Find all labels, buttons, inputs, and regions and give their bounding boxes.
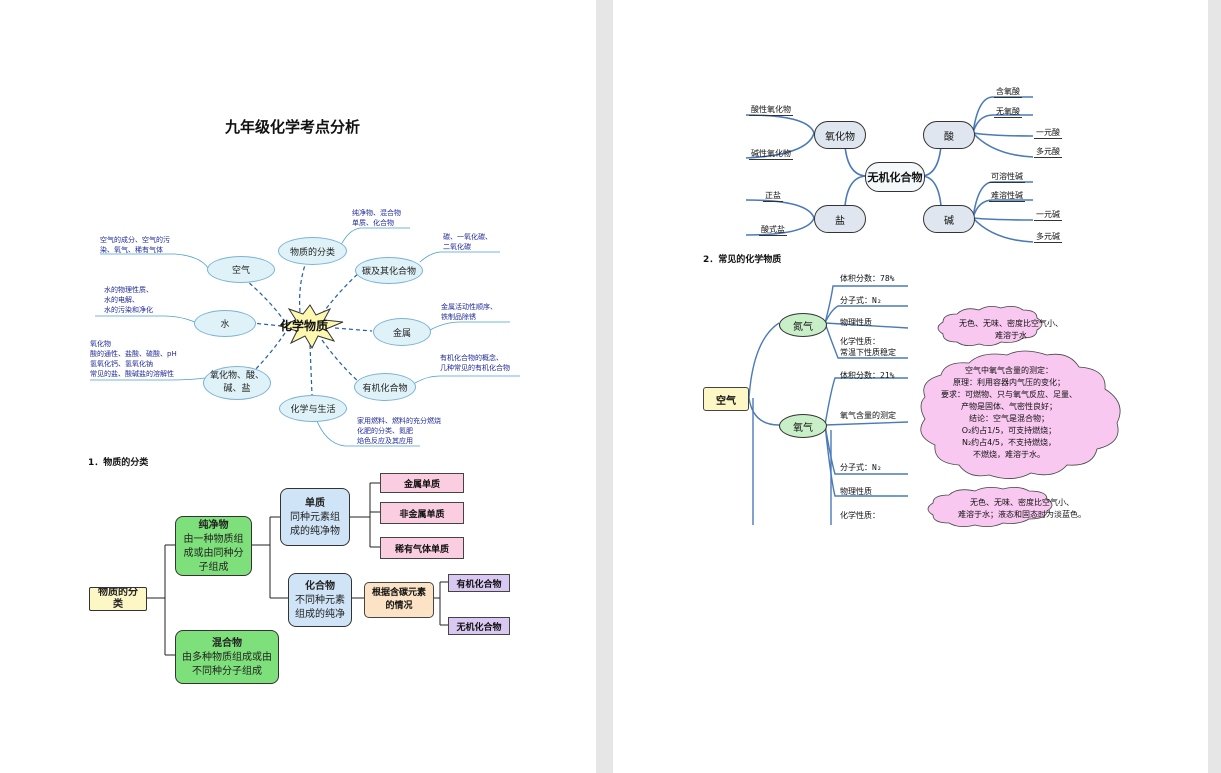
note-life: 家用燃料、燃料的充分燃烧 化肥的分类、氮肥 焰色反应及其应用 — [357, 417, 441, 445]
note-metal: 金属活动性顺序、 铁制品除锈 — [441, 303, 497, 321]
node-metal: 金属 — [373, 318, 431, 346]
tag-inorganic: 无机化合物 — [448, 617, 510, 635]
leaf-acidic-oxide: 酸性氧化物 — [749, 105, 793, 116]
pure-desc: 由一种物质组 成或由同种分 子组成 — [183, 533, 244, 573]
leaf-acid-salt: 酸式盐 — [759, 225, 787, 236]
o2-measure-cloud: 空气中氧气含量的测定： 原理：利用容器内气压的变化； 要求：可燃物、只与氧气反应… — [941, 366, 1077, 459]
inorganic-node-base: 碱 — [923, 205, 975, 233]
n2-physical: 物理性质 — [840, 318, 872, 327]
o2-measure: 氧气含量的测定 — [840, 411, 896, 420]
note-oxide: 氧化物 酸的通性、盐酸、硫酸、pH 氢氧化钙、氢氧化钠 常见的盐、酸碱盐的溶解性 — [90, 340, 177, 378]
section-1-heading: 1．物质的分类 — [88, 458, 149, 468]
tag-by-carbon: 根据含碳元素 的情况 — [364, 582, 434, 618]
inorganic-node-acid: 酸 — [923, 121, 975, 149]
tag-organic: 有机化合物 — [448, 574, 510, 592]
inorganic-node-salt: 盐 — [814, 205, 866, 233]
mindmap-center: 化学物质 — [280, 319, 329, 333]
mindmap-connectors — [90, 227, 520, 656]
document-page-left: 九年级化学考点分析 — [0, 0, 596, 773]
node-organic: 有机化合物 — [354, 373, 416, 401]
leaf-mono-base: 一元碱 — [1034, 210, 1062, 221]
leaf-normal-salt: 正盐 — [763, 191, 783, 202]
inorganic-node-center: 无机化合物 — [865, 162, 925, 192]
n2-formula: 分子式：N₂ — [840, 296, 882, 305]
node-air: 空气 — [207, 256, 275, 283]
document-title: 九年级化学考点分析 — [225, 118, 361, 136]
air-root: 空气 — [703, 387, 749, 411]
tag-nonmetal-simple: 非金属单质 — [380, 502, 464, 524]
box-simple-substance: 单质 同种元素组 成的纯净物 — [280, 488, 350, 546]
section-2-heading: 2．常见的化学物质 — [703, 255, 782, 265]
o2-volume: 体积分数：21% — [840, 371, 895, 380]
o2-physical-cloud: 无色、无味、密度比空气小、 难溶于水；液态和固态时为淡蓝色。 — [958, 498, 1086, 519]
tag-noble-gas-simple: 稀有气体单质 — [380, 537, 464, 559]
n2-physical-cloud: 无色、无味、密度比空气小、 难溶于水 — [959, 319, 1063, 340]
node-classification: 物质的分类 — [278, 237, 347, 265]
inorganic-node-oxide: 氧化物 — [814, 121, 866, 149]
leaf-basic-oxide: 碱性氧化物 — [749, 149, 793, 160]
n2-volume: 体积分数：78% — [840, 274, 895, 283]
n2-chemical: 化学性质： 常温下性质稳定 — [840, 337, 896, 357]
note-carbon: 碳、一氧化碳、 二氧化碳 — [443, 233, 492, 251]
o2-chemical: 化学性质： — [840, 511, 880, 520]
leaf-insoluble-base: 难溶性碱 — [989, 191, 1025, 202]
note-water: 水的物理性质、 水的电解、 水的污染和净化 — [104, 286, 153, 314]
leaf-nonoxy-acid: 无氧酸 — [994, 107, 1022, 118]
note-air: 空气的成分、空气的污 染、氧气、稀有气体 — [100, 236, 170, 254]
document-page-right: 氧化物 盐 酸 碱 无机化合物 酸性氧化物 碱性氧化物 正盐 酸式盐 含氧酸 无… — [613, 0, 1208, 773]
note-classification: 纯净物、混合物 单质、化合物 — [352, 209, 401, 227]
leaf-soluble-base: 可溶性碱 — [989, 172, 1025, 183]
leaf-poly-acid: 多元酸 — [1034, 147, 1062, 158]
air-node-n2: 氮气 — [779, 313, 827, 337]
tree-root: 物质的分 类 — [89, 587, 147, 611]
node-water: 水 — [194, 310, 256, 337]
box-compound: 化合物 不同种元素 组成的纯净 — [288, 573, 352, 627]
tag-metal-simple: 金属单质 — [380, 473, 464, 493]
o2-physical: 物理性质 — [840, 487, 872, 496]
leaf-oxy-acid: 含氧酸 — [994, 87, 1022, 98]
box-pure-substance: 纯净物 由一种物质组 成或由同种分 子组成 — [175, 516, 252, 576]
simple-desc: 同种元素组 成的纯净物 — [290, 511, 340, 537]
o2-formula: 分子式：N₂ — [840, 463, 882, 472]
compound-desc: 不同种元素 组成的纯净 — [295, 594, 345, 620]
leaf-mono-acid: 一元酸 — [1034, 128, 1062, 139]
compound-title: 化合物 — [305, 580, 335, 592]
mixture-desc: 由多种物质组成或由 不同种分子组成 — [182, 651, 272, 677]
mixture-title: 混合物 — [212, 637, 242, 649]
node-oxide-acid-base-salt: 氧化物、酸、 碱、盐 — [203, 366, 271, 400]
pure-title: 纯净物 — [198, 519, 229, 531]
leaf-poly-base: 多元碱 — [1034, 232, 1062, 243]
note-organic: 有机化合物的概念、 几种常见的有机化合物 — [440, 354, 510, 372]
simple-title: 单质 — [305, 497, 325, 509]
node-life: 化学与生活 — [279, 395, 347, 422]
node-carbon: 碳及其化合物 — [355, 257, 423, 284]
right-connectors — [745, 96, 1121, 527]
air-node-o2: 氧气 — [779, 414, 827, 438]
box-mixture: 混合物 由多种物质组成或由 不同种分子组成 — [175, 630, 279, 684]
